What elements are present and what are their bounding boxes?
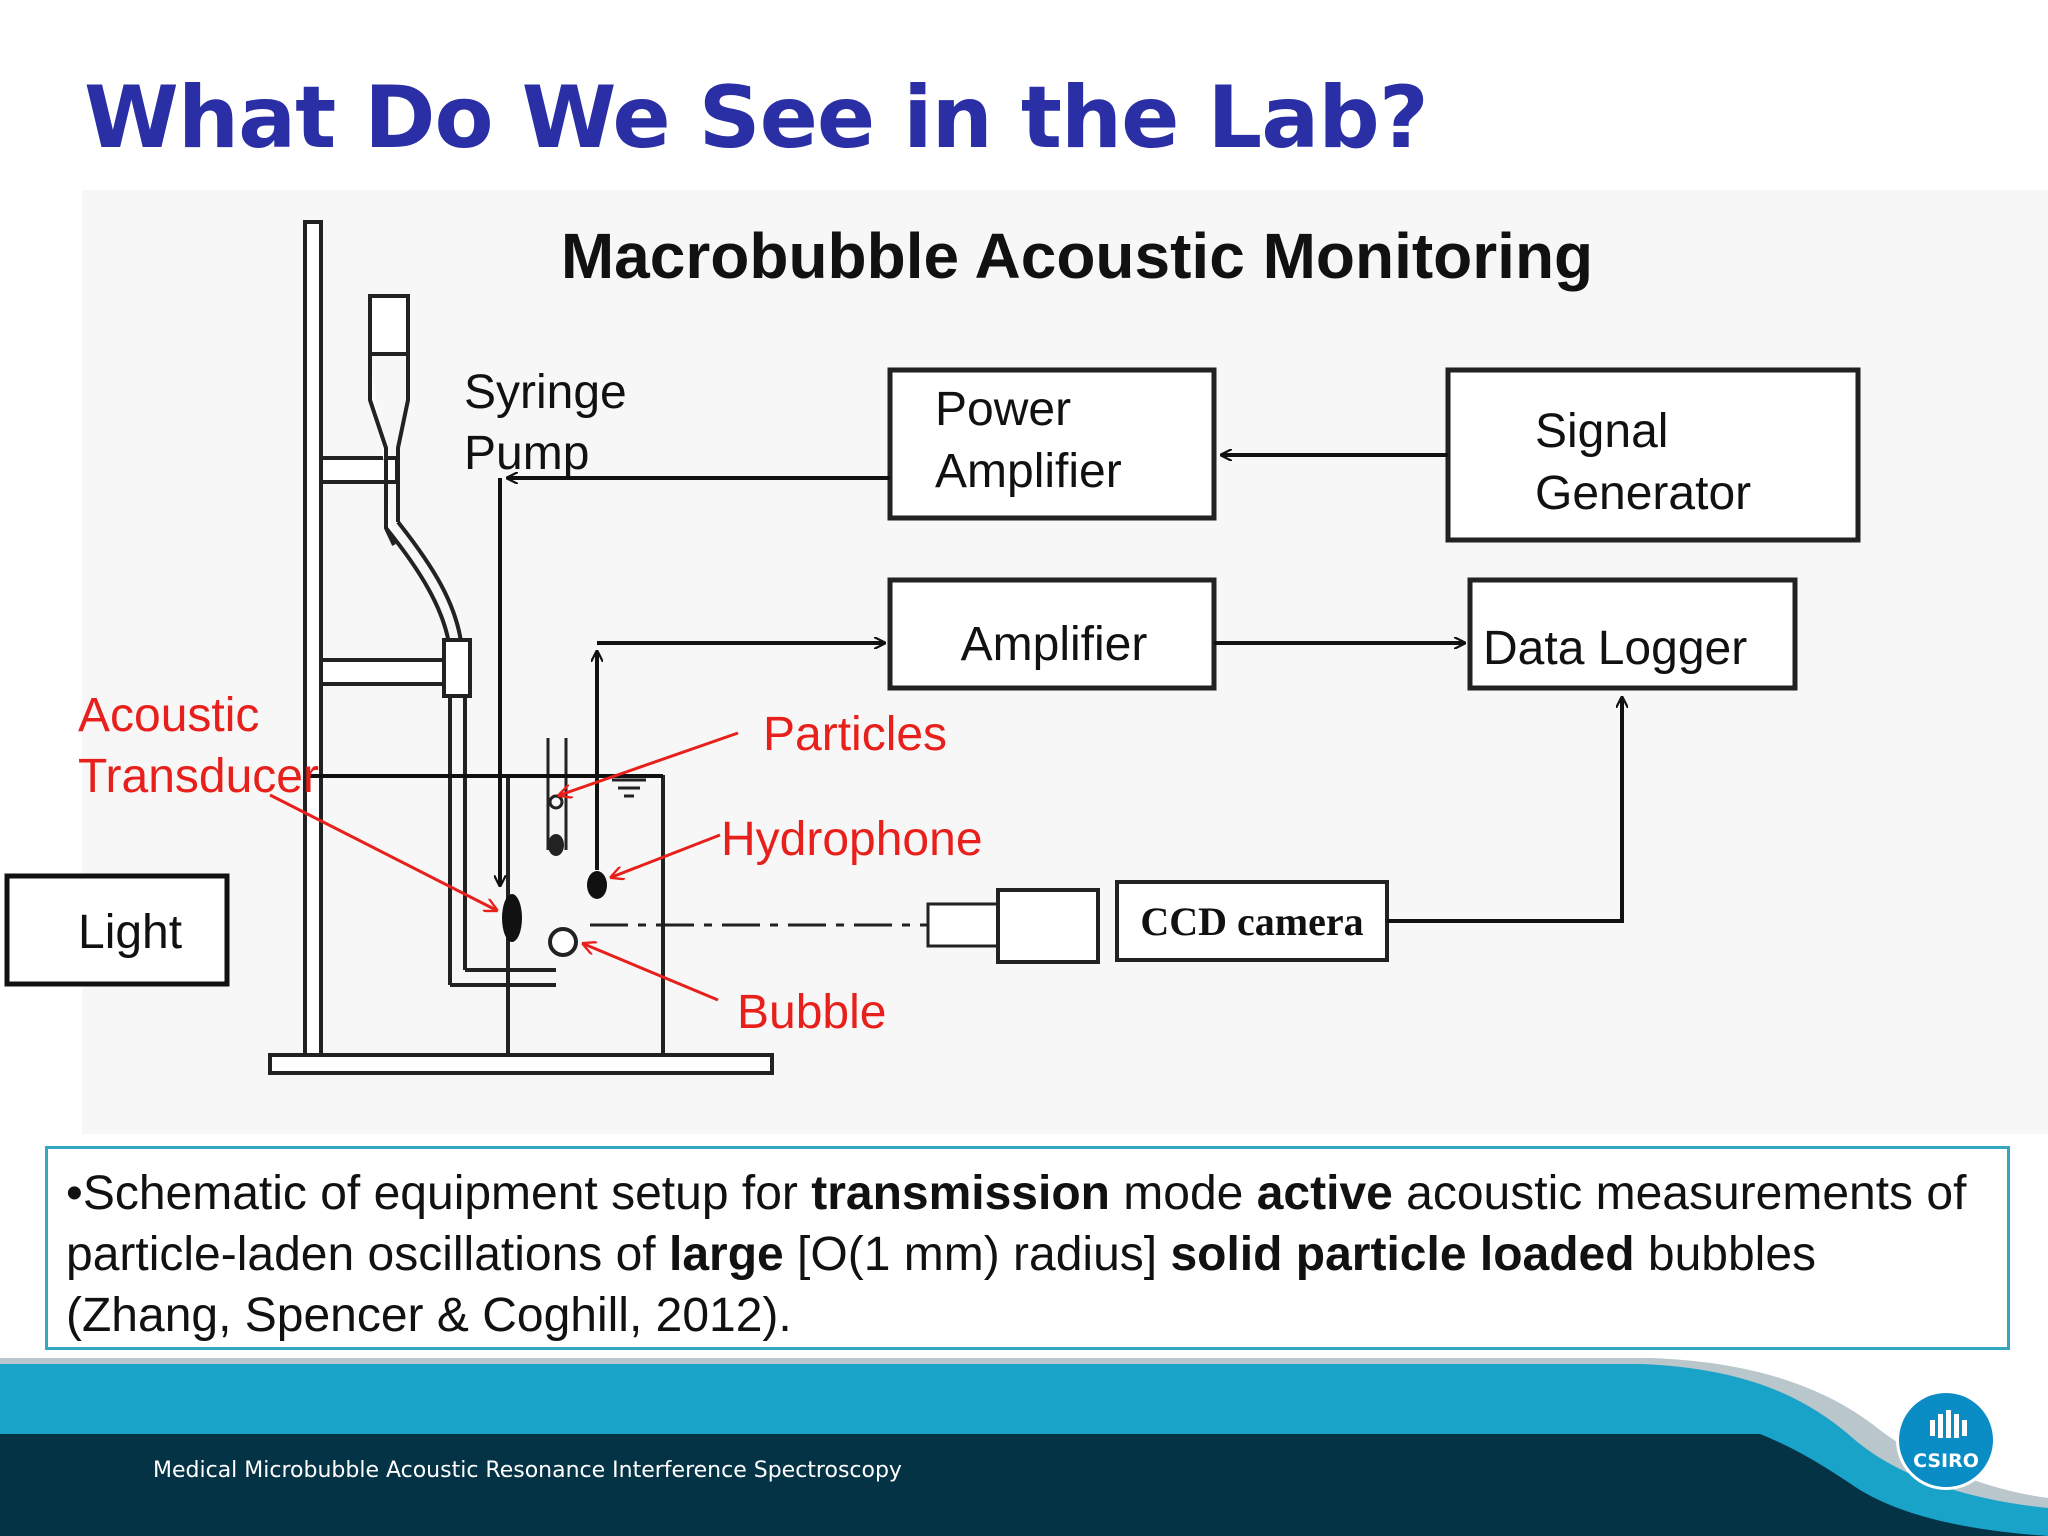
slide-title: What Do We See in the Lab? [84, 68, 1429, 168]
acoustic-transducer-label-1: Acoustic [78, 689, 259, 742]
caption-bold-large: large [668, 1228, 784, 1281]
footer-text: Medical Microbubble Acoustic Resonance I… [153, 1458, 902, 1483]
bubble-label: Bubble [737, 986, 886, 1039]
light-box [4, 873, 230, 987]
particles-label: Particles [763, 708, 947, 761]
csiro-logo: CSIRO [1896, 1390, 1996, 1490]
power-amplifier-box [887, 367, 1217, 521]
amplifier-label: Amplifier [961, 618, 1148, 671]
camera-body [996, 888, 1100, 964]
caption-bold-solid-particle-loaded: solid particle loaded [1170, 1228, 1635, 1281]
signal-connections [308, 455, 1622, 923]
ccd-camera-label: CCD camera [1140, 899, 1363, 944]
acoustic-transducer-label-2: Transducer [78, 750, 319, 803]
caption-text-2: mode [1109, 1167, 1257, 1220]
hydrophone [587, 871, 607, 899]
annotation-pointers [269, 731, 739, 1002]
setup-schematic: Macrobubble Acoustic Monitoring [4, 220, 1861, 1075]
hydrophone-label: Hydrophone [721, 813, 983, 866]
footer-band [0, 1358, 2048, 1536]
signal-generator-label-2: Generator [1535, 467, 1751, 520]
csiro-logo-text: CSIRO [1913, 1450, 1979, 1472]
acoustic-transducer [502, 894, 522, 942]
caption-bullet: • [66, 1167, 83, 1220]
power-amplifier-label-2: Amplifier [935, 445, 1122, 498]
syringe [368, 294, 556, 987]
diagram-title: Macrobubble Acoustic Monitoring [561, 220, 1593, 292]
caption-text-1: Schematic of equipment setup for [82, 1167, 812, 1220]
power-amplifier-label-1: Power [935, 383, 1071, 436]
data-logger-label: Data Logger [1483, 622, 1747, 675]
caption-bold-transmission: transmission [811, 1167, 1110, 1220]
caption-bold-active: active [1256, 1167, 1393, 1220]
signal-generator-label-1: Signal [1535, 405, 1668, 458]
amplifier-box [887, 577, 1217, 691]
caption-text-5: bubbles (Zhang, Spencer & Coghill, 2012)… [66, 1228, 1817, 1342]
caption-text-4: [O(1 mm) radius] [783, 1228, 1171, 1281]
bubble [548, 927, 578, 957]
csiro-bars-icon [1930, 1410, 1967, 1438]
caption-box: •Schematic of equipment setup for transm… [45, 1146, 2010, 1350]
ccd-camera-box [1115, 880, 1389, 962]
syringe-pump-label-2: Pump [464, 427, 589, 480]
caption-text-3: acoustic measurements of particle-laden … [66, 1167, 1967, 1281]
camera-lens [926, 902, 1000, 948]
retort-stand [268, 220, 774, 1075]
data-logger-box [1467, 577, 1798, 691]
syringe-pump-label-1: Syringe [464, 366, 627, 419]
light-label: Light [78, 906, 182, 959]
